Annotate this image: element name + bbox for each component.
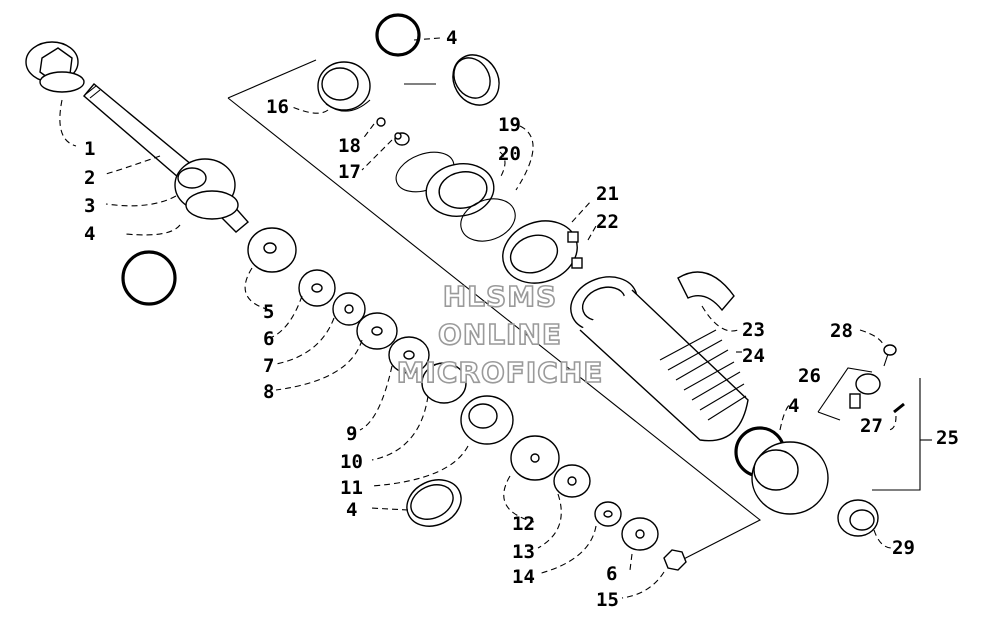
leader-lines <box>59 37 897 599</box>
callout-21: 21 <box>596 183 619 205</box>
part-16-reservoir-cap <box>317 61 371 112</box>
assembly-frame <box>227 59 932 567</box>
callout-6: 6 <box>263 328 274 350</box>
part-5-8-washer-stack <box>247 227 430 374</box>
part-23-clip <box>677 271 735 312</box>
callout-2: 2 <box>84 167 95 189</box>
callout-26: 26 <box>798 365 821 387</box>
part-12-15-washer-stack <box>510 435 687 571</box>
callout-9: 9 <box>346 423 357 445</box>
watermark-line-1: HLSMS <box>443 280 557 313</box>
callout-12: 12 <box>512 513 535 535</box>
part-3-body-eye <box>174 158 250 233</box>
callout-19: 19 <box>498 114 521 136</box>
callout-7: 7 <box>263 355 274 377</box>
callout-15: 15 <box>596 589 619 611</box>
callout-8: 8 <box>263 381 274 403</box>
part-19-20-seal-rings <box>395 151 516 242</box>
part-1-end-cap <box>25 41 85 93</box>
callout-4-lower: 4 <box>346 499 357 521</box>
callout-11: 11 <box>340 477 363 499</box>
part-9-11-piston <box>421 362 514 445</box>
watermark-line-3: MICROFICHE <box>397 356 604 389</box>
callout-5: 5 <box>263 301 274 323</box>
part-body-lower-eye <box>751 441 829 515</box>
callout-24: 24 <box>742 345 765 367</box>
o-ring-4-lower-left <box>121 250 177 306</box>
callout-29: 29 <box>892 537 915 559</box>
callout-27: 27 <box>860 415 883 437</box>
part-4-band-upper <box>452 54 500 106</box>
callout-18: 18 <box>338 135 361 157</box>
part-29-bushing <box>837 499 879 537</box>
callout-6-lower: 6 <box>606 563 617 585</box>
part-24-body-tube <box>570 276 749 442</box>
callout-4-top: 4 <box>446 27 457 49</box>
part-4-band-lower <box>406 479 462 527</box>
part-26-bracket <box>817 367 873 413</box>
part-28-screw <box>883 344 897 367</box>
callout-4-right: 4 <box>788 395 799 417</box>
part-27-pin <box>893 402 905 414</box>
part-18-o-ring-small <box>376 117 386 127</box>
callout-17: 17 <box>338 161 361 183</box>
callout-25: 25 <box>936 427 959 449</box>
watermark: HLSMS ONLINE MICROFICHE <box>396 279 604 390</box>
callout-3: 3 <box>84 195 95 217</box>
callout-4: 4 <box>84 223 95 245</box>
callout-20: 20 <box>498 143 521 165</box>
callout-16: 16 <box>266 96 289 118</box>
callout-13: 13 <box>512 541 535 563</box>
callout-22: 22 <box>596 211 619 233</box>
callout-28: 28 <box>830 320 853 342</box>
callout-10: 10 <box>340 451 363 473</box>
watermark-line-2: ONLINE <box>438 318 562 351</box>
part-21-22-collar-nut <box>502 220 583 284</box>
part-17-valve <box>394 132 410 146</box>
callout-labels: 1 2 3 4 5 6 7 8 9 10 11 4 12 13 14 6 15 … <box>84 27 959 611</box>
callout-14: 14 <box>512 566 535 588</box>
part-26-schrader-valve <box>849 373 881 409</box>
callout-1: 1 <box>84 138 95 160</box>
o-ring-4-top <box>375 13 421 57</box>
callout-23: 23 <box>742 319 765 341</box>
